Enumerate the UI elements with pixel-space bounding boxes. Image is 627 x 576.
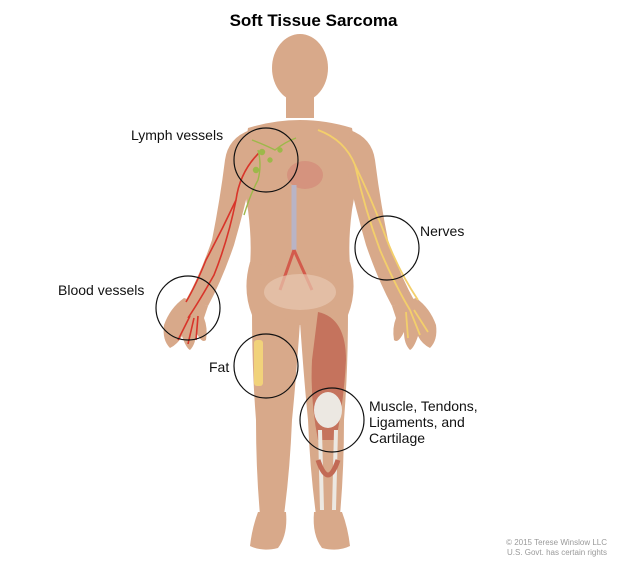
circle-highlight-icon-lymph (233, 127, 299, 193)
diagram-title: Soft Tissue Sarcoma (229, 11, 398, 30)
label-muscle-line-2: Ligaments, and (369, 414, 465, 430)
label-muscle-tendons: Muscle, Tendons, Ligaments, and Cartilag… (369, 398, 509, 446)
circle-highlight-icon-nerves (354, 215, 420, 281)
label-blood-vessels: Blood vessels (58, 282, 145, 298)
circle-highlight-icon-fat (233, 333, 299, 399)
credit-line-2: U.S. Govt. has certain rights (506, 548, 607, 557)
fat-region (254, 340, 263, 386)
nerves-lines (317, 129, 429, 339)
copyright-credit: © 2015 Terese Winslow LLC U.S. Govt. has… (506, 538, 607, 558)
credit-line-1: © 2015 Terese Winslow LLC (506, 538, 607, 547)
lymph-vessels-lines (243, 137, 297, 216)
muscle-region (311, 312, 346, 511)
label-fat: Fat (209, 359, 230, 375)
label-nerves: Nerves (420, 223, 465, 239)
blood-vessels-lines (177, 149, 263, 345)
label-lymph-vessels: Lymph vessels (131, 127, 224, 143)
label-muscle-line-3: Cartilage (369, 430, 426, 446)
circle-highlight-icon-muscle (299, 387, 365, 453)
organ-shading (264, 161, 336, 310)
label-muscle-line-1: Muscle, Tendons, (369, 398, 478, 414)
circle-highlight-icon-blood (155, 275, 221, 341)
